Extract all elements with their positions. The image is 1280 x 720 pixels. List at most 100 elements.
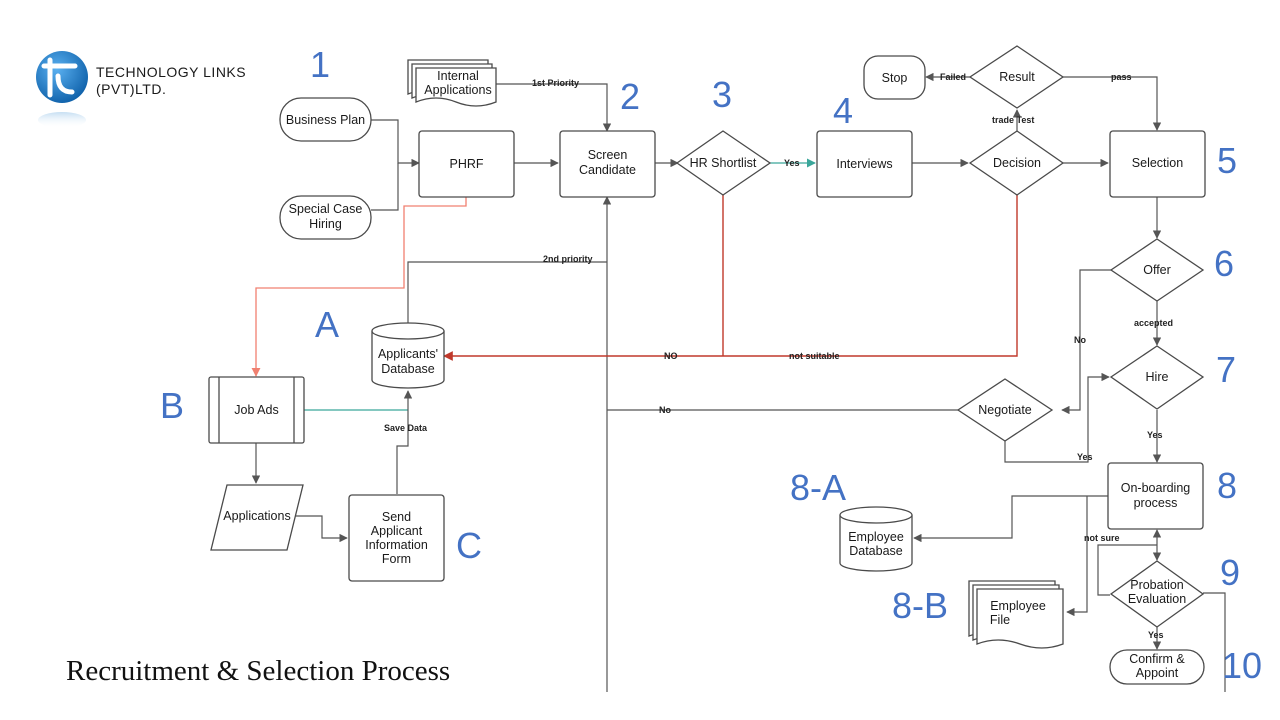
node-employee-database: Employee Database — [839, 506, 913, 572]
step-9: 9 — [1220, 552, 1240, 593]
svg-text:Hire: Hire — [1146, 370, 1169, 384]
svg-text:Offer: Offer — [1143, 263, 1171, 277]
svg-text:Applications: Applications — [424, 83, 491, 97]
edge-probation-not-sure — [1097, 544, 1157, 596]
node-job-ads: Job Ads — [208, 376, 305, 444]
node-send-applicant-form: Send Applicant Information Form — [348, 494, 445, 582]
label-not-suitable: not suitable — [789, 351, 840, 361]
edge-business-plan-phrf — [371, 119, 420, 168]
step-8: 8 — [1217, 465, 1237, 506]
label-yes-hr: Yes — [784, 158, 800, 168]
logo-suffix: (PVT)LTD. — [96, 81, 166, 97]
node-applicants-database: Applicants' Database — [371, 322, 445, 389]
svg-text:Special Case: Special Case — [289, 202, 363, 216]
node-confirm-appoint: Confirm & Appoint — [1109, 649, 1205, 685]
edge-labels: 1st Priority 2nd priority Yes Failed pas… — [384, 72, 1173, 640]
svg-text:Screen: Screen — [588, 148, 628, 162]
label-yes-hire: Yes — [1147, 430, 1163, 440]
node-internal-applications: Internal Applications — [407, 59, 497, 107]
step-8a: 8-A — [790, 467, 846, 508]
svg-text:Evaluation: Evaluation — [1128, 592, 1186, 606]
edge-special-case-phrf — [371, 163, 399, 211]
edge-negotiate-hire — [1004, 372, 1110, 463]
edge-not-suitable-db — [443, 194, 1018, 361]
edge-form-db — [396, 390, 413, 494]
node-onboarding: On-boarding process — [1107, 462, 1204, 530]
logo-name: TECHNOLOGY LINKS — [96, 64, 246, 80]
edge-db-screen — [407, 261, 607, 323]
svg-text:Confirm &: Confirm & — [1129, 652, 1185, 666]
svg-text:File: File — [990, 613, 1010, 627]
step-a: A — [315, 304, 339, 345]
svg-text:Job Ads: Job Ads — [234, 403, 278, 417]
node-screen-candidate: Screen Candidate — [559, 130, 656, 198]
svg-text:Selection: Selection — [1132, 156, 1183, 170]
svg-text:process: process — [1134, 496, 1178, 510]
step-3: 3 — [712, 74, 732, 115]
edge-onboarding-file — [1066, 496, 1088, 617]
edge-applications-form — [294, 515, 348, 543]
node-special-case-hiring: Special Case Hiring — [279, 195, 372, 240]
svg-text:Stop: Stop — [882, 71, 908, 85]
svg-text:Employee: Employee — [990, 599, 1046, 613]
label-no-negotiate: No — [659, 405, 671, 415]
step-4: 4 — [833, 90, 853, 131]
label-trade-test: trade Test — [992, 115, 1034, 125]
svg-text:Business Plan: Business Plan — [286, 113, 365, 127]
svg-text:Probation: Probation — [1130, 578, 1184, 592]
svg-text:Database: Database — [381, 362, 435, 376]
node-hire: Hire — [1109, 345, 1205, 410]
node-negotiate: Negotiate — [956, 378, 1054, 442]
svg-text:Internal: Internal — [437, 69, 479, 83]
label-1st-priority: 1st Priority — [532, 78, 579, 88]
diagram-caption: Recruitment & Selection Process — [66, 655, 450, 687]
step-10: 10 — [1222, 645, 1262, 686]
node-decision: Decision — [968, 130, 1065, 196]
node-offer: Offer — [1109, 238, 1205, 302]
edge-result-selection — [1063, 76, 1162, 131]
step-6: 6 — [1214, 243, 1234, 284]
node-employee-file: Employee File — [968, 580, 1064, 649]
label-accepted: accepted — [1134, 318, 1173, 328]
step-numbers: 1 2 3 4 5 6 7 8 9 10 A B C 8-A 8-B — [160, 44, 1262, 686]
logo-globe-icon — [36, 51, 88, 103]
node-hr-shortlist: HR Shortlist — [675, 130, 772, 196]
svg-text:Send: Send — [382, 510, 411, 524]
label-yes-probation: Yes — [1148, 630, 1164, 640]
node-business-plan: Business Plan — [279, 97, 372, 142]
label-2nd-priority: 2nd priority — [543, 254, 593, 264]
svg-text:Employee: Employee — [848, 530, 904, 544]
svg-text:Appoint: Appoint — [1136, 666, 1179, 680]
svg-text:Database: Database — [849, 544, 903, 558]
edge-phrf-jobads — [251, 197, 467, 377]
connectors — [251, 72, 1226, 692]
node-interviews: Interviews — [816, 130, 913, 198]
node-probation-evaluation: Probation Evaluation — [1109, 560, 1205, 628]
svg-text:Applicants': Applicants' — [378, 347, 438, 361]
step-8b: 8-B — [892, 585, 948, 626]
edge-internal-screen — [496, 83, 612, 132]
svg-text:Applications: Applications — [223, 509, 290, 523]
node-applications: Applications — [210, 484, 304, 551]
label-failed: Failed — [940, 72, 966, 82]
company-logo: TECHNOLOGY LINKS (PVT)LTD. — [36, 51, 246, 128]
label-no-offer: No — [1074, 335, 1086, 345]
step-1: 1 — [310, 44, 330, 85]
svg-text:PHRF: PHRF — [449, 157, 483, 171]
label-pass: pass — [1111, 72, 1132, 82]
svg-text:Decision: Decision — [993, 156, 1041, 170]
step-2: 2 — [620, 76, 640, 117]
svg-text:Applicant: Applicant — [371, 524, 423, 538]
label-yes-negotiate: Yes — [1077, 452, 1093, 462]
svg-text:Information: Information — [365, 538, 428, 552]
step-c: C — [456, 525, 482, 566]
svg-text:Interviews: Interviews — [836, 157, 892, 171]
step-5: 5 — [1217, 140, 1237, 181]
label-no-hr: NO — [664, 351, 678, 361]
svg-text:Candidate: Candidate — [579, 163, 636, 177]
edge-probation-exit — [1203, 592, 1226, 692]
svg-text:On-boarding: On-boarding — [1121, 481, 1191, 495]
svg-text:Negotiate: Negotiate — [978, 403, 1032, 417]
node-stop: Stop — [863, 55, 926, 100]
